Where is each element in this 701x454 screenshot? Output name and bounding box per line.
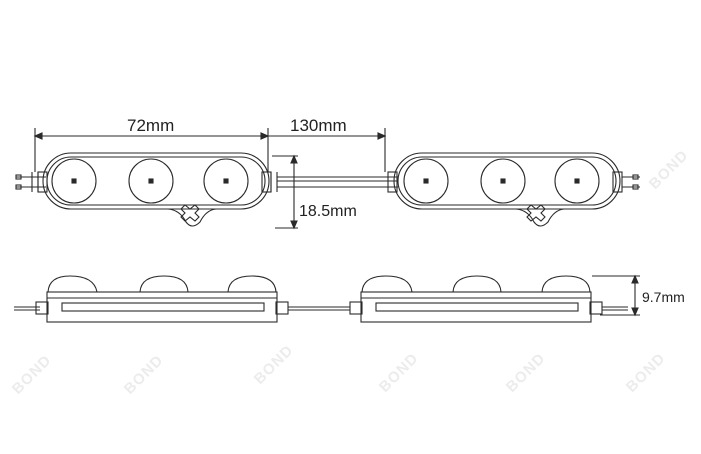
watermark-1: BOND	[646, 147, 692, 193]
dim-line-length	[33, 128, 270, 172]
side-connecting-wire	[288, 301, 363, 315]
watermark-6: BOND	[503, 350, 549, 396]
watermark-4: BOND	[251, 342, 297, 388]
dim-line-width	[272, 154, 298, 230]
dim-label-spacing: 130mm	[290, 116, 347, 135]
watermark-2: BOND	[9, 352, 55, 398]
watermark-7: BOND	[623, 350, 669, 396]
watermark-3: BOND	[121, 352, 167, 398]
dim-line-spacing	[268, 128, 387, 172]
top-module-1	[42, 152, 278, 227]
top-connecting-wires	[277, 171, 398, 193]
top-left-wires	[15, 171, 48, 193]
dim-label-width: 18.5mm	[299, 203, 357, 220]
dim-line-height	[592, 274, 640, 317]
side-left-wire	[14, 301, 49, 315]
top-module-2	[393, 152, 640, 227]
watermark-5: BOND	[376, 350, 422, 396]
dim-label-height: 9.7mm	[642, 289, 685, 305]
watermarks: BOND BOND BOND BOND BOND BOND BOND	[9, 147, 692, 398]
side-module-2	[360, 275, 628, 323]
dim-label-length: 72mm	[127, 116, 174, 135]
side-module-1	[46, 275, 289, 323]
